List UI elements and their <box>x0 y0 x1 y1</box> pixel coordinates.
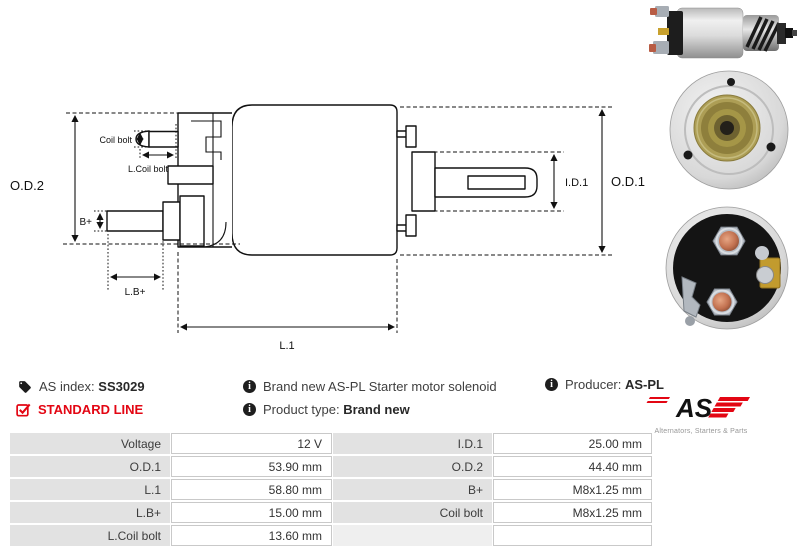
dim-label-od1: O.D.1 <box>611 174 645 189</box>
product-photo-side-view[interactable] <box>649 3 797 68</box>
product-type-value: Brand new <box>343 402 410 417</box>
dim-label-od2: O.D.2 <box>10 178 44 193</box>
as-pl-logo[interactable]: AS Alternators, Starters & Parts <box>640 393 762 435</box>
standard-line-row: STANDARD LINE <box>16 402 143 417</box>
info-icon: i <box>545 378 558 391</box>
dim-label-b-plus: B+ <box>79 217 92 228</box>
dim-label-coil-bolt: Coil bolt <box>99 135 132 145</box>
producer-row: i Producer: AS-PL <box>545 377 664 392</box>
product-photo-front-flange[interactable] <box>652 68 797 201</box>
spec-value-l-coil-bolt: 13.60 mm <box>171 525 332 546</box>
producer-value: AS-PL <box>625 377 664 392</box>
spec-label-b-plus: B+ <box>333 479 492 500</box>
solenoid-rear-photo <box>665 206 789 330</box>
as-index-text: AS index: SS3029 <box>39 379 145 394</box>
product-type-text: Product type: Brand new <box>263 402 410 417</box>
producer-text: Producer: AS-PL <box>565 377 664 392</box>
coil-bolt-shape <box>135 130 150 148</box>
dim-label-l1: L.1 <box>279 340 294 352</box>
threaded-stud-shape <box>167 165 214 185</box>
solenoid-front-photo <box>669 70 789 190</box>
dim-label-id1: I.D.1 <box>565 177 588 189</box>
spec-label-od2: O.D.2 <box>333 456 492 477</box>
spec-label-coil-bolt: Coil bolt <box>333 502 492 523</box>
product-photo-rear-terminals[interactable] <box>652 205 797 350</box>
spec-label-empty <box>333 525 492 546</box>
b-plus-bolt-shape <box>106 210 164 232</box>
spec-value-id1: 25.00 mm <box>493 433 652 454</box>
producer-label: Producer: <box>565 377 622 392</box>
as-index-row: AS index: SS3029 <box>18 379 145 394</box>
spec-label-od1: O.D.1 <box>10 456 170 477</box>
as-index-label: AS index: <box>39 379 95 394</box>
dim-label-l-coil-bolt: L.Coil bolt <box>128 164 169 174</box>
solenoid-outline <box>106 104 538 256</box>
info-icon: i <box>243 380 256 393</box>
dim-label-lb-plus: L.B+ <box>125 287 146 298</box>
logo-text: AS <box>675 394 713 422</box>
tag-icon <box>19 380 31 393</box>
solenoid-side-photo <box>649 6 797 59</box>
checkbox-checked-icon <box>16 403 31 417</box>
as-index-value: SS3029 <box>98 379 145 394</box>
product-type-row: i Product type: Brand new <box>243 402 410 417</box>
spec-value-lb-plus: 15.00 mm <box>171 502 332 523</box>
description-row: i Brand new AS-PL Starter motor solenoid <box>243 379 497 394</box>
spec-value-b-plus: M8x1.25 mm <box>493 479 652 500</box>
spec-value-voltage: 12 V <box>171 433 332 454</box>
spec-value-l1: 58.80 mm <box>171 479 332 500</box>
spec-label-l-coil-bolt: L.Coil bolt <box>10 525 170 546</box>
logo-tagline: Alternators, Starters & Parts <box>654 428 748 435</box>
spec-value-coil-bolt: M8x1.25 mm <box>493 502 652 523</box>
spec-label-lb-plus: L.B+ <box>10 502 170 523</box>
spec-table: Voltage 12 V I.D.1 25.00 mm O.D.1 53.90 … <box>10 433 652 546</box>
spec-value-empty <box>493 525 652 546</box>
info-icon: i <box>243 403 256 416</box>
spec-label-l1: L.1 <box>10 479 170 500</box>
spec-label-voltage: Voltage <box>10 433 170 454</box>
technical-diagram: O.D.2 O.D.1 I.D.1 L.1 L.B+ B+ <box>10 104 645 352</box>
standard-line-label: STANDARD LINE <box>38 402 144 417</box>
as-pl-logo-graphic: AS <box>646 393 750 423</box>
spec-value-od2: 44.40 mm <box>493 456 652 477</box>
spec-label-id1: I.D.1 <box>333 433 492 454</box>
product-type-label: Product type: <box>263 402 340 417</box>
spec-value-od1: 53.90 mm <box>171 456 332 477</box>
product-description: Brand new AS-PL Starter motor solenoid <box>263 379 497 394</box>
dimension-lines: O.D.2 O.D.1 I.D.1 L.1 L.B+ B+ <box>10 106 645 352</box>
